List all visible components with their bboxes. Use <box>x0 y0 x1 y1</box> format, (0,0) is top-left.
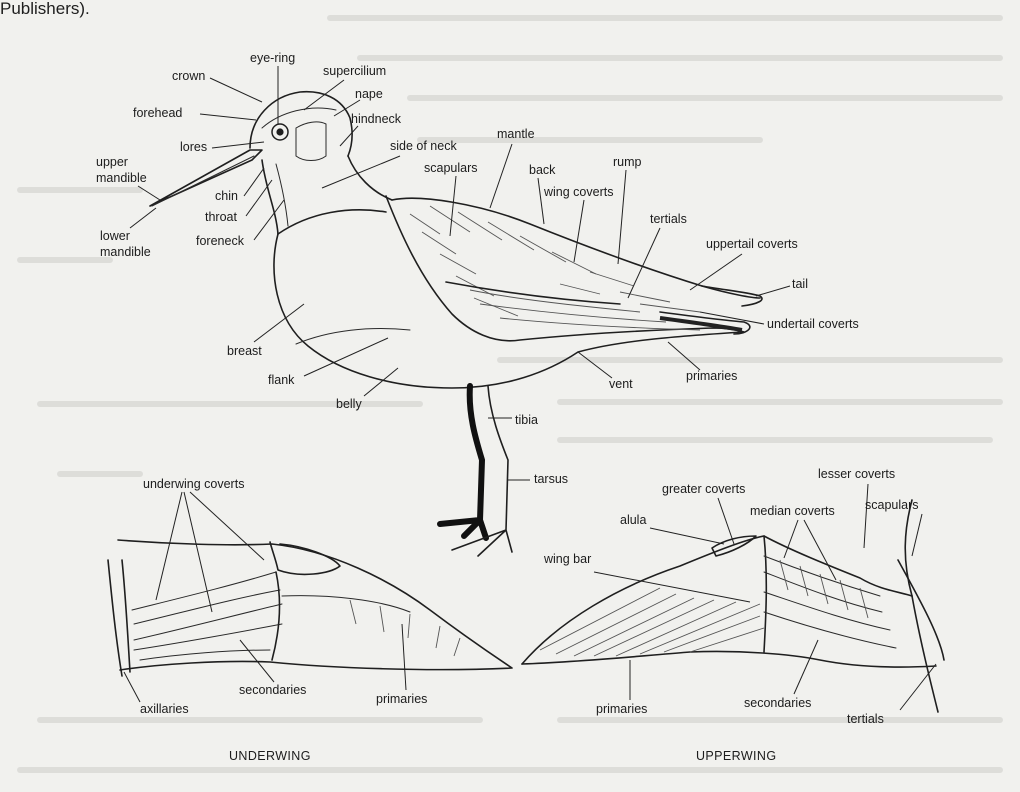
label-upperwing-secondaries: secondaries <box>744 696 811 710</box>
label-side-of-neck: side of neck <box>390 139 457 153</box>
label-underwing-coverts: underwing coverts <box>143 477 244 491</box>
label-wing-coverts: wing coverts <box>543 185 613 199</box>
label-primaries: primaries <box>686 369 737 383</box>
caption-underwing: UNDERWING <box>229 749 311 763</box>
label-upperwing-primaries: primaries <box>596 702 647 716</box>
label-scapulars: scapulars <box>424 161 478 175</box>
label-nape: nape <box>355 87 383 101</box>
label-lower-mandible-2: mandible <box>100 245 151 259</box>
label-supercilium: supercilium <box>323 64 386 78</box>
label-lesser-coverts: lesser coverts <box>818 467 895 481</box>
label-median-coverts: median coverts <box>750 504 835 518</box>
label-lores: lores <box>180 140 207 154</box>
label-wing-bar: wing bar <box>543 552 591 566</box>
label-breast: breast <box>227 344 262 358</box>
label-throat: throat <box>205 210 237 224</box>
underwing-drawing <box>108 540 512 676</box>
label-forehead: forehead <box>133 106 182 120</box>
label-flank: flank <box>268 373 295 387</box>
label-chin: chin <box>215 189 238 203</box>
label-foreneck: foreneck <box>196 234 245 248</box>
label-axillaries: axillaries <box>140 702 189 716</box>
bird-labels: eye-ring crown supercilium nape forehead… <box>96 51 859 486</box>
label-upper-mandible-2: mandible <box>96 171 147 185</box>
label-greater-coverts: greater coverts <box>662 482 745 496</box>
label-rump: rump <box>613 155 642 169</box>
label-upperwing-scapulars: scapulars <box>865 498 919 512</box>
label-hindneck: hindneck <box>351 112 402 126</box>
label-uppertail-coverts: uppertail coverts <box>706 237 798 251</box>
label-lower-mandible-1: lower <box>100 229 130 243</box>
label-vent: vent <box>609 377 633 391</box>
label-underwing-primaries: primaries <box>376 692 427 706</box>
label-underwing-secondaries: secondaries <box>239 683 306 697</box>
label-upperwing-tertials: tertials <box>847 712 884 726</box>
label-tarsus: tarsus <box>534 472 568 486</box>
label-tail: tail <box>792 277 808 291</box>
label-mantle: mantle <box>497 127 535 141</box>
label-tertials: tertials <box>650 212 687 226</box>
caption-upperwing: UPPERWING <box>696 749 776 763</box>
label-tibia: tibia <box>515 413 538 427</box>
label-undertail-coverts: undertail coverts <box>767 317 859 331</box>
label-eye-ring: eye-ring <box>250 51 295 65</box>
upperwing-drawing <box>522 500 944 712</box>
label-alula: alula <box>620 513 646 527</box>
label-belly: belly <box>336 397 362 411</box>
label-upper-mandible-1: upper <box>96 155 128 169</box>
label-back: back <box>529 163 556 177</box>
label-crown: crown <box>172 69 205 83</box>
